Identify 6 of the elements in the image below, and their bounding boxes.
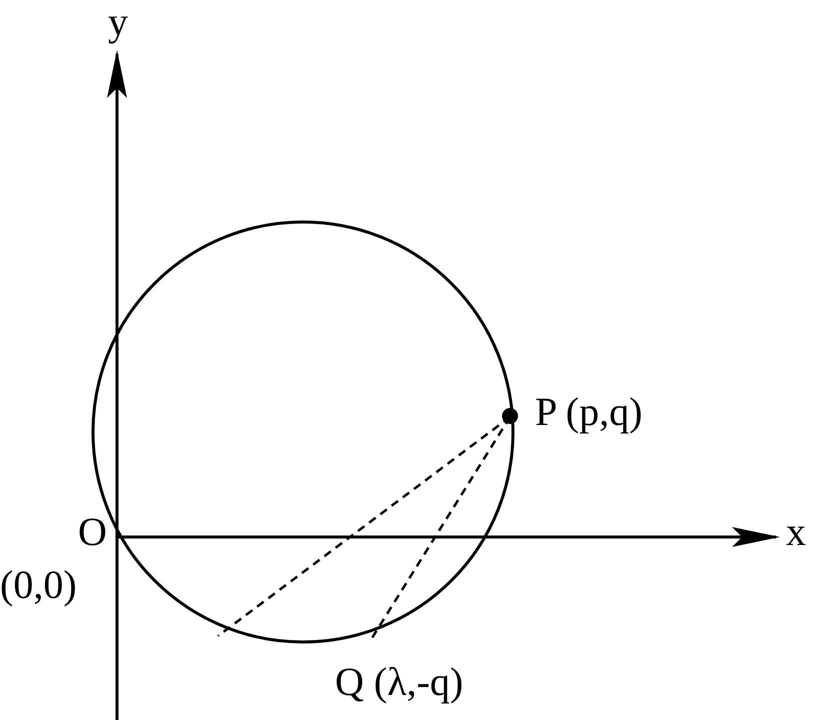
point-label: Q (λ,-q) bbox=[335, 662, 464, 702]
axis-label: y bbox=[108, 2, 128, 42]
origin-label: O bbox=[78, 512, 107, 552]
point-label: P (p,q) bbox=[535, 392, 642, 432]
coordinate-label: (0,0) bbox=[0, 565, 77, 605]
axis-label: x bbox=[786, 512, 806, 552]
